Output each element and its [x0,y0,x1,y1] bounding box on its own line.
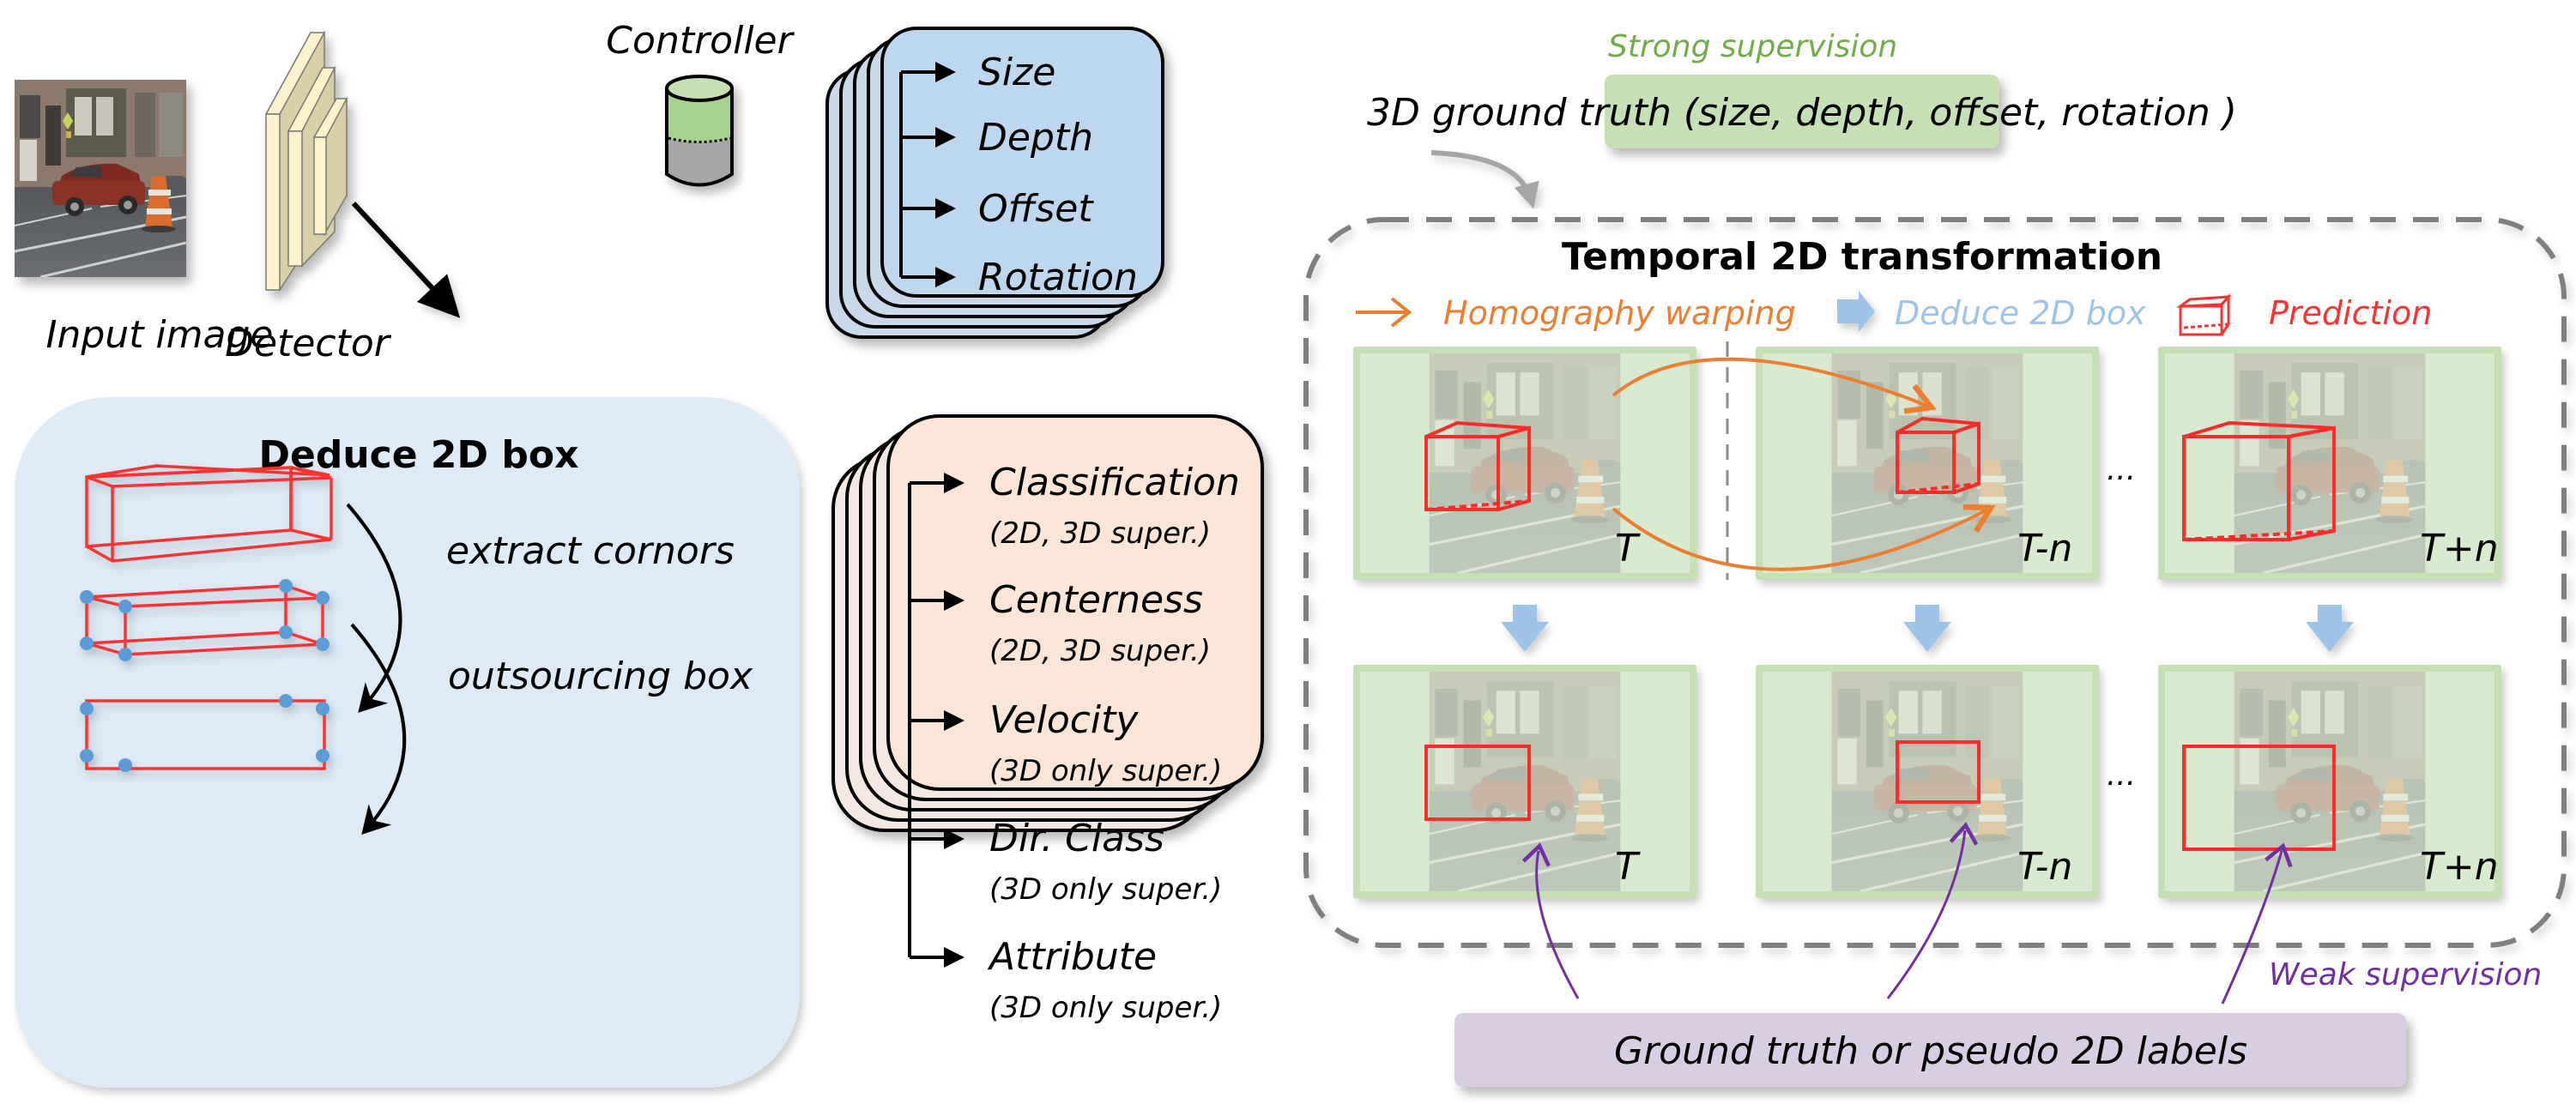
weak-arrow-to-t-minus-n [1886,822,1979,999]
extract-corners-label: extract cornors [446,529,735,573]
regression-item-label: Depth [978,116,1093,160]
frames-top-row: T T-n T+n [1353,347,2501,580]
corner-point [279,694,293,708]
outsourcing-box-label: outsourcing box [448,655,753,698]
corner-point [118,600,132,613]
deduce-down-arrow-icon [2306,605,2354,652]
frame-time-label: T+n [2420,527,2499,570]
classification-head-items: Classification (2D, 3D super.) Centerness (… [908,461,1240,1025]
prediction-2d-box [2182,745,2336,851]
deduce-down-arrow-icon [1501,605,1549,652]
deduce-2d-box-title: Deduce 2D box [259,433,579,477]
legend-deduce-label: Deduce 2D box [1895,294,2146,332]
corner-point [316,591,330,605]
prediction-3d-box [2182,420,2336,541]
weak-supervision-label: Weak supervision [2269,957,2542,992]
classification-item-label: Centerness [989,578,1203,622]
legend-prediction-box-icon [2176,293,2232,336]
weak-supervision-box-text: Ground truth or pseudo 2D labels [1614,1029,2247,1073]
temporal-title: Temporal 2D transformation [1562,235,2162,279]
card-front [886,414,1264,791]
regression-item-label: Offset [978,187,1094,231]
weak-arrow-to-t [1521,842,1580,999]
legend-prediction-label: Prediction [2269,294,2432,332]
corner-point [316,637,330,651]
corner-point [80,702,94,715]
deduce-arrows [1501,605,2354,652]
frames-bottom-ellipsis: ... [2107,757,2136,793]
legend-deduce-block-arrow-icon [1837,291,1875,332]
arrow-extract-corners [346,503,402,713]
classification-item-supervision: (3D only super.) [989,991,1222,1025]
deduce-2d-box-panel [15,397,800,1088]
corner-point [316,749,330,763]
classification-item-label: Dir. Class [989,817,1164,860]
corner-point [316,702,330,715]
frame-time-label: T [1615,527,1641,570]
corner-point [80,636,94,650]
classification-item-label: Classification [989,461,1240,504]
classification-item-label: Attribute [987,935,1157,979]
weak-supervision-box [1454,1013,2406,1087]
controller-label: Controller [606,19,795,63]
arrow-outsourcing-box [350,623,407,835]
frame-thumbnail: T-n [1756,347,2099,580]
prediction-2d-box [1424,745,1531,821]
corner-point [118,758,132,772]
frames-top-ellipsis: ... [2107,452,2136,487]
homography-arrow-to-t-minus-n [1612,357,1937,414]
classification-item-label: Velocity [989,698,1139,742]
card-front [880,27,1164,298]
frame-thumbnail: T-n [1756,665,2099,898]
corner-point [118,648,132,661]
regression-head-stack [825,27,1164,339]
input-image-label: Input image [46,313,274,357]
corner-point [279,625,293,639]
corner-point [279,579,293,593]
frame-time-label: T-n [2017,845,2072,889]
frame-thumbnail: T [1353,665,1696,898]
arrow-detector-to-classification [351,201,461,318]
temporal-transformation-container [1303,217,2567,948]
frame-time-label: T-n [2017,527,2072,570]
regression-item-label: Rotation [978,256,1138,299]
frame-time-label: T+n [2420,845,2499,889]
frame-time-label: T [1615,845,1641,889]
legend-homography-label: Homography warping [1443,294,1796,332]
controller-cylinder-icon [665,75,734,187]
corner-point [80,590,94,604]
classification-item-supervision: (3D only super.) [989,872,1222,907]
detector-label: Detector [225,322,392,365]
frame-thumbnail: T+n [2158,665,2501,898]
strong-supervision-box [1605,75,1999,148]
classification-item-supervision: (2D, 3D super.) [989,516,1211,551]
homography-arrow-to-t-plus-n [1612,504,1996,571]
arrow-controller-to-temporal [1430,150,1539,209]
weak-arrow-to-t-plus-n [2221,842,2293,1004]
box-3d-with-corners [80,579,330,661]
regression-item-label: Size [978,51,1055,94]
box-2d-with-corners [80,694,330,772]
classification-item-supervision: (2D, 3D super.) [989,634,1211,668]
classification-item-supervision: (3D only super.) [989,754,1222,788]
frames-bottom-row: T T-n T+n [1353,665,2501,898]
prediction-3d-box [1424,420,1531,511]
corner-point [80,749,94,763]
input-image [15,80,186,277]
prediction-3d-box [1896,416,1980,494]
legend-homography-arrow-icon [1356,297,1412,328]
strong-supervision-label: Strong supervision [1608,29,1897,64]
box-3d-wireframe [85,464,333,563]
prediction-2d-box [1896,740,1980,804]
deduce-down-arrow-icon [1903,605,1951,652]
legend: Homography warping Deduce 2D box Predict… [1356,291,2432,336]
classification-head-stack [831,414,1264,832]
frame-thumbnail: T+n [2158,347,2501,580]
frame-thumbnail: T [1353,347,1696,580]
detector-icon [264,30,348,293]
